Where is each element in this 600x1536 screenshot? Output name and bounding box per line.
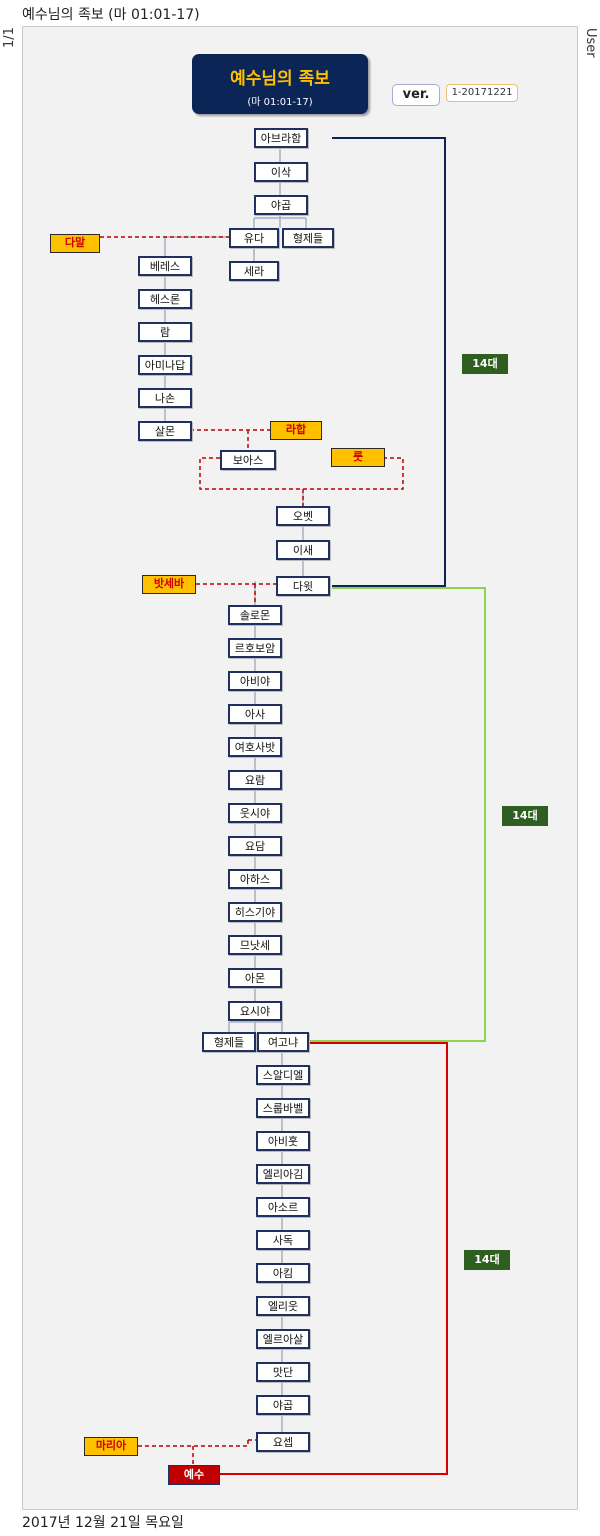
person-manasseh: 므낫세 bbox=[228, 935, 282, 955]
chart-title-box: 예수님의 족보 (마 01:01-17) bbox=[192, 54, 368, 114]
person-jotham: 요담 bbox=[228, 836, 282, 856]
person-eliud: 엘리웃 bbox=[256, 1296, 310, 1316]
person-ram: 람 bbox=[138, 322, 192, 342]
header-title: 예수님의 족보 (마 01:01-17) bbox=[22, 7, 200, 23]
person-ahaz: 아하스 bbox=[228, 869, 282, 889]
person-asa: 아사 bbox=[228, 704, 282, 724]
version-code: 1-20171221 bbox=[446, 84, 518, 102]
woman-tamar: 다말 bbox=[50, 234, 100, 253]
person-david: 다윗 bbox=[276, 576, 330, 596]
person-amon: 아몬 bbox=[228, 968, 282, 988]
person-jacob: 야곱 bbox=[254, 195, 308, 215]
person-hezron: 헤스론 bbox=[138, 289, 192, 309]
person-jesse: 이새 bbox=[276, 540, 330, 560]
person-rehoboam: 르호보암 bbox=[228, 638, 282, 658]
version-label: ver. bbox=[392, 84, 440, 106]
person-matthan: 맛단 bbox=[256, 1362, 310, 1382]
person-zadok: 사독 bbox=[256, 1230, 310, 1250]
woman-ruth: 룻 bbox=[331, 448, 385, 467]
person-salmon: 살몬 bbox=[138, 421, 192, 441]
chart-reference: (마 01:01-17) bbox=[247, 97, 313, 108]
generation-badge-3: 14대 bbox=[464, 1250, 510, 1270]
person-zerah: 세라 bbox=[229, 261, 279, 281]
person-uzziah: 웃시야 bbox=[228, 803, 282, 823]
person-jacob-2: 야곱 bbox=[256, 1395, 310, 1415]
person-jehoshaphat: 여호사밧 bbox=[228, 737, 282, 757]
woman-rahab: 라합 bbox=[270, 421, 322, 440]
person-obed: 오벳 bbox=[276, 506, 330, 526]
person-josiah: 요시야 bbox=[228, 1001, 282, 1021]
person-abijah: 아비야 bbox=[228, 671, 282, 691]
person-achim: 아킴 bbox=[256, 1263, 310, 1283]
footer-date: 2017년 12월 21일 목요일 bbox=[22, 1515, 184, 1531]
person-perez: 베레스 bbox=[138, 256, 192, 276]
person-solomon: 솔로몬 bbox=[228, 605, 282, 625]
person-eliakim: 엘리아김 bbox=[256, 1164, 310, 1184]
person-abiud: 아비훗 bbox=[256, 1131, 310, 1151]
person-eleazar: 엘르아살 bbox=[256, 1329, 310, 1349]
generation-badge-2: 14대 bbox=[502, 806, 548, 826]
person-boaz: 보아스 bbox=[220, 450, 276, 470]
person-judah: 유다 bbox=[229, 228, 279, 248]
chart-title: 예수님의 족보 bbox=[230, 69, 330, 89]
person-nahshon: 나손 bbox=[138, 388, 192, 408]
woman-bathsheba: 밧세바 bbox=[142, 575, 196, 594]
person-amminadab: 아미나답 bbox=[138, 355, 192, 375]
person-azor: 아소르 bbox=[256, 1197, 310, 1217]
generation-badge-1: 14대 bbox=[462, 354, 508, 374]
person-jeconiah: 여고냐 bbox=[257, 1032, 309, 1052]
person-jesus: 예수 bbox=[168, 1465, 220, 1485]
person-brothers-jeconiah: 형제들 bbox=[202, 1032, 256, 1052]
person-zerubbabel: 스룹바벨 bbox=[256, 1098, 310, 1118]
person-joram: 요람 bbox=[228, 770, 282, 790]
woman-mary: 마리아 bbox=[84, 1437, 138, 1456]
person-joseph: 요셉 bbox=[256, 1432, 310, 1452]
person-hezekiah: 히스기야 bbox=[228, 902, 282, 922]
person-abraham: 아브라함 bbox=[254, 128, 308, 148]
person-isaac: 이삭 bbox=[254, 162, 308, 182]
person-brothers-judah: 형제들 bbox=[282, 228, 334, 248]
person-shealtiel: 스알디엘 bbox=[256, 1065, 310, 1085]
